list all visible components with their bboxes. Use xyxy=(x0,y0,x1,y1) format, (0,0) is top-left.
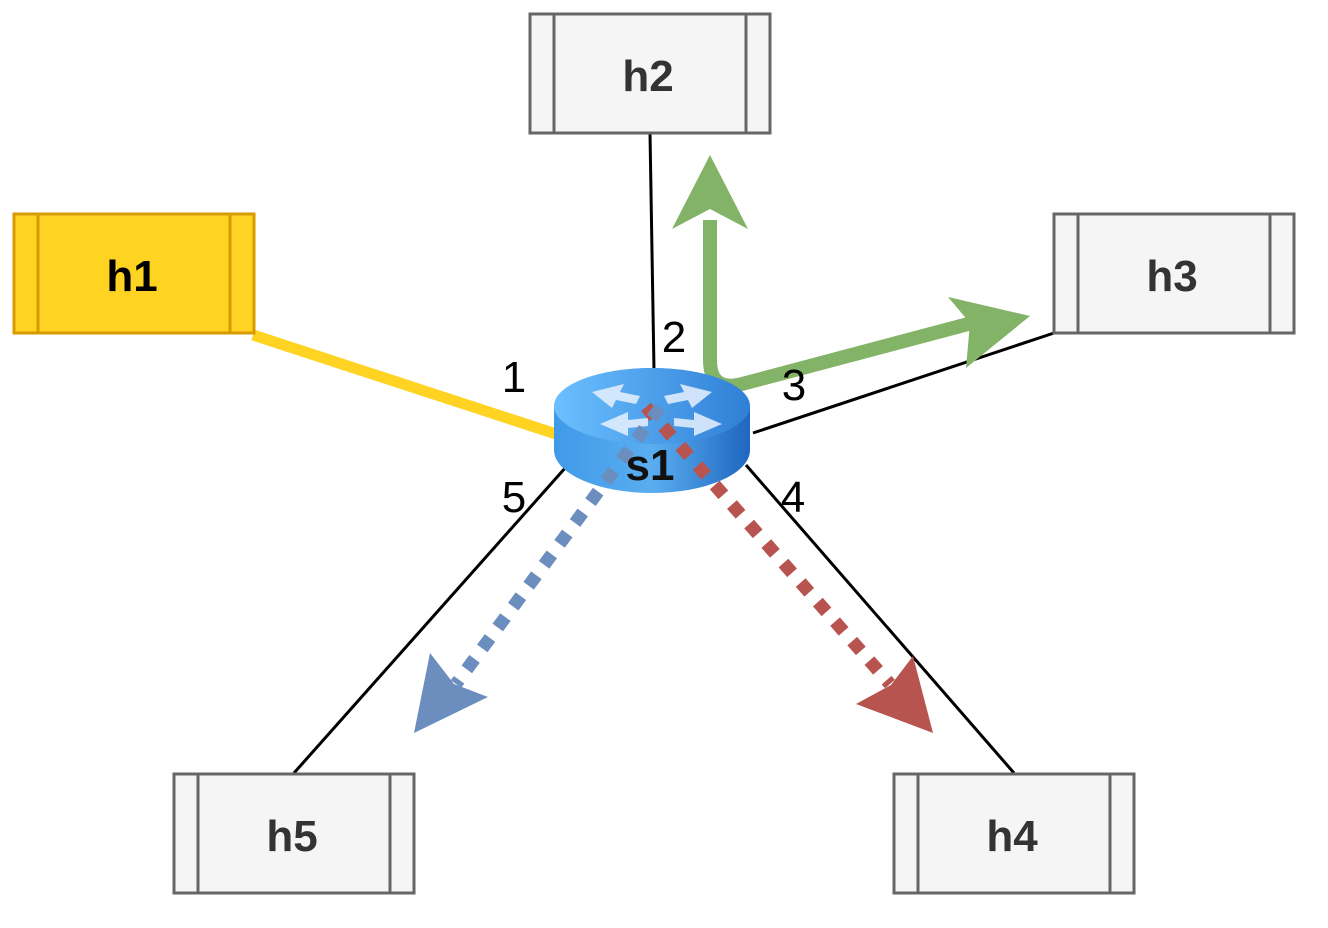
host-box xyxy=(892,772,1136,895)
host-box xyxy=(12,212,256,335)
links xyxy=(251,132,1055,774)
link-h2 xyxy=(648,132,656,371)
port-label-3: 3 xyxy=(782,361,806,410)
host-label: h1 xyxy=(106,252,157,301)
flow-arrow-to-h5 xyxy=(450,404,666,688)
arrowhead-h5-icon xyxy=(414,653,488,733)
port-label-1: 1 xyxy=(502,353,526,402)
host-box xyxy=(528,12,772,135)
link-h5 xyxy=(292,466,568,774)
flow-blue xyxy=(414,404,666,733)
host-label: h4 xyxy=(986,812,1038,861)
link-h4 xyxy=(744,464,1016,774)
link-h1-highlighted xyxy=(251,329,558,440)
host-label: h3 xyxy=(1146,252,1197,301)
host-h1[interactable]: h1 xyxy=(12,212,256,335)
flow-arrow-to-h2-and-h3 xyxy=(703,220,974,393)
arrowhead-h2-icon xyxy=(672,155,748,229)
host-label: h2 xyxy=(622,52,673,101)
host-h3[interactable]: h3 xyxy=(1052,212,1296,335)
host-h2[interactable]: h2 xyxy=(528,12,772,135)
host-label: h5 xyxy=(266,812,317,861)
flow-green xyxy=(672,155,1030,393)
port-labels: 1 2 3 4 5 xyxy=(502,313,806,522)
router-icon xyxy=(592,384,722,436)
switch-label: s1 xyxy=(626,441,675,490)
port-label-2: 2 xyxy=(662,313,686,362)
host-h4[interactable]: h4 xyxy=(892,772,1136,895)
arrowhead-h4-icon xyxy=(856,656,933,733)
port-label-4: 4 xyxy=(781,473,805,522)
host-h5[interactable]: h5 xyxy=(172,772,416,895)
flow-arrow-to-h4 xyxy=(641,402,895,689)
host-box xyxy=(1052,212,1296,335)
port-label-5: 5 xyxy=(502,473,526,522)
link-h3 xyxy=(752,331,1055,435)
switch-s1[interactable] xyxy=(554,368,750,493)
host-box xyxy=(172,772,416,895)
arrowhead-h3-icon xyxy=(948,297,1030,368)
flow-red xyxy=(641,402,933,733)
